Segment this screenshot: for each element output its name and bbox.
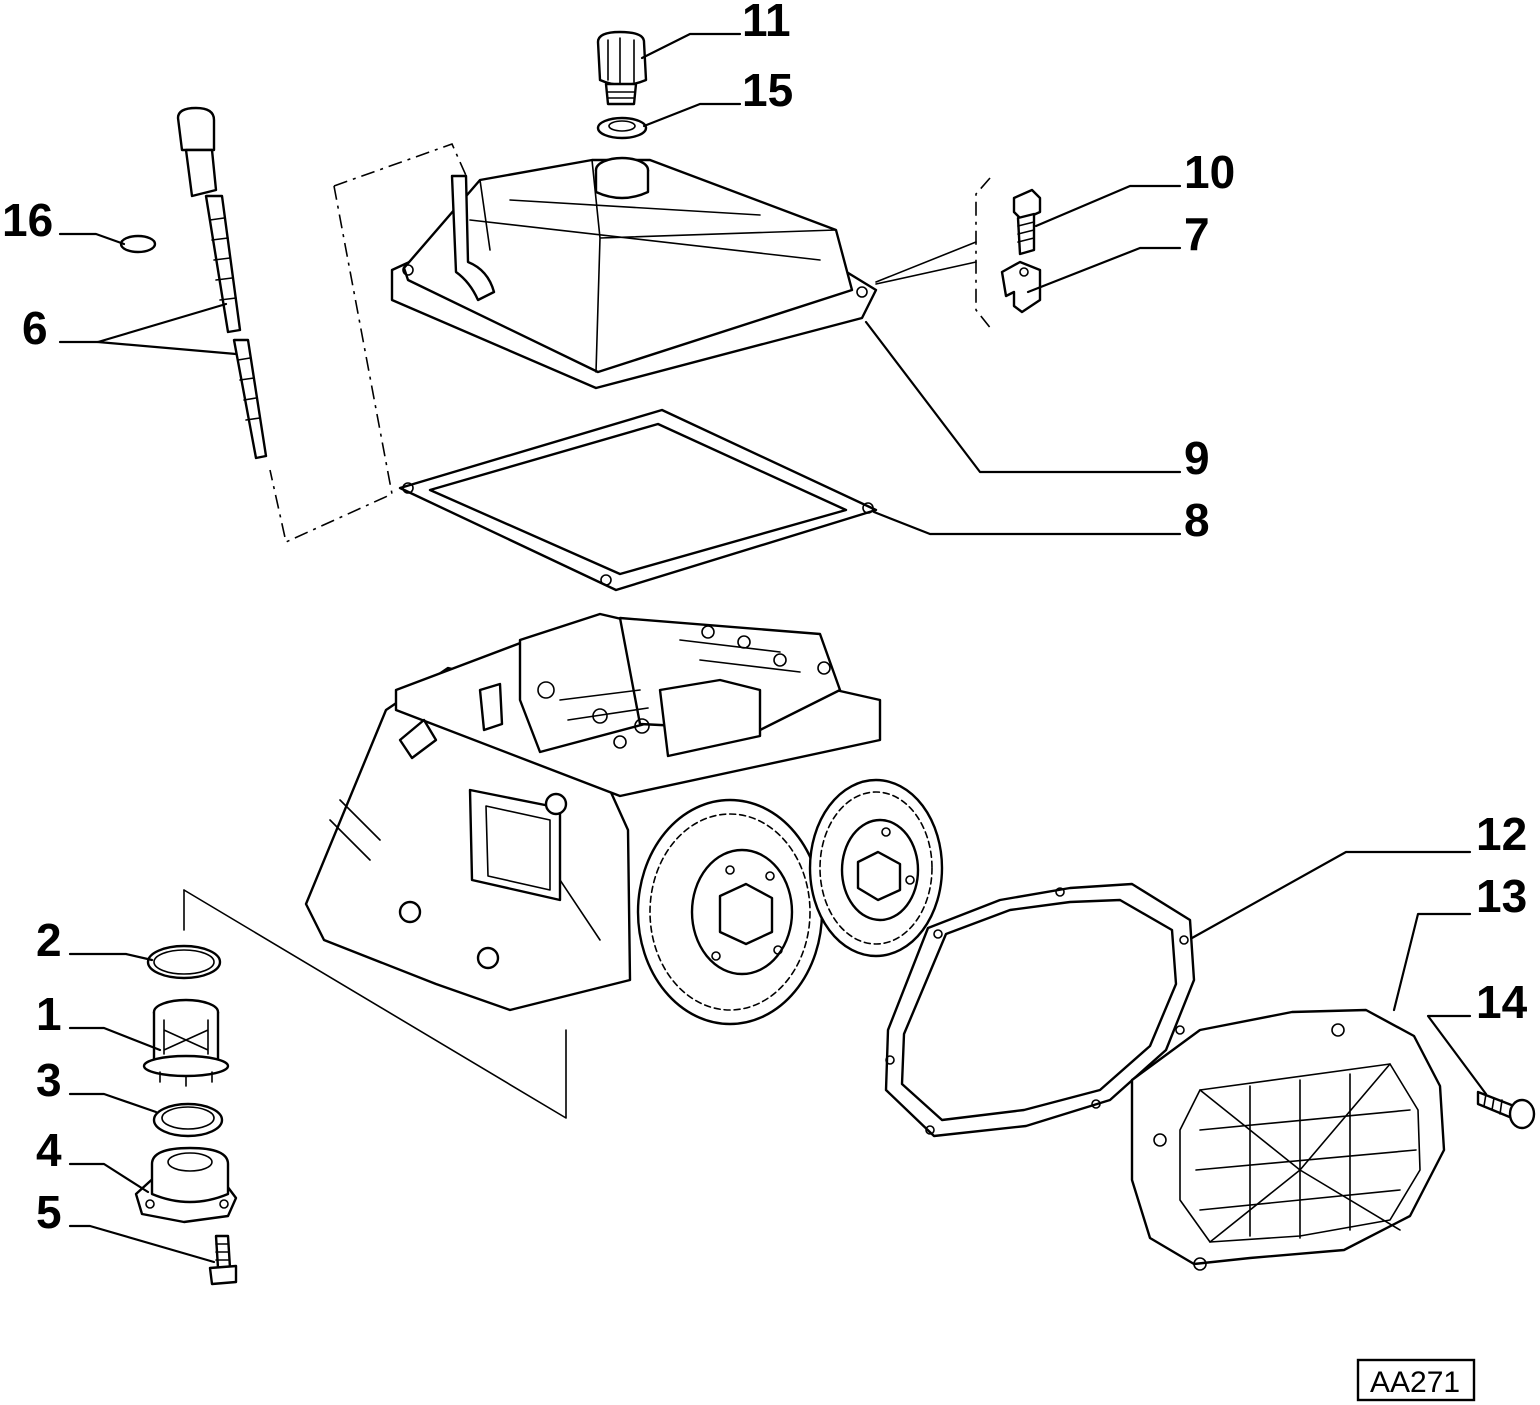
gear-right [808,778,944,958]
callout-9: 9 [1184,432,1210,484]
callout-10: 10 [1184,146,1235,198]
part-15-seal-washer [596,116,648,140]
assembly-guide-lines [183,142,993,1119]
part-9-top-cover [390,156,878,390]
reference-code: AA271 [1370,1366,1460,1399]
gearbox-housing [304,612,882,1012]
part-16-o-ring [119,234,157,254]
callout-14: 14 [1476,976,1528,1028]
gear-left [636,798,824,1026]
callout-6: 6 [22,302,48,354]
callout-13: 13 [1476,870,1527,922]
part-3-ring [152,1102,224,1138]
part-6-dipstick [176,106,268,460]
callout-3: 3 [36,1054,62,1106]
callout-2: 2 [36,914,62,966]
part-4-flange-housing [134,1146,238,1224]
callout-labels: 11 15 10 7 9 8 12 13 14 16 6 2 1 3 4 5 [2,0,1528,1238]
callout-15: 15 [742,64,793,116]
part-11-breather-cap [596,30,648,106]
part-1-filter [142,998,230,1087]
callout-1: 1 [36,988,62,1040]
part-2-o-ring [146,944,222,980]
part-8-gasket [398,408,878,592]
callout-16: 16 [2,194,53,246]
part-10-screw [1012,188,1042,256]
leader-lines [58,32,1488,1264]
callout-8: 8 [1184,494,1210,546]
callout-5: 5 [36,1186,62,1238]
part-5-bolt [208,1234,238,1286]
reference-code-box: AA271 [1356,1358,1476,1402]
part-13-cover [1130,1008,1446,1271]
part-7-clamp [1000,260,1042,314]
part-12-gasket [884,882,1196,1138]
part-14-bolt [1476,1090,1536,1130]
callout-4: 4 [36,1124,62,1176]
callout-7: 7 [1184,208,1210,260]
callout-12: 12 [1476,808,1527,860]
callout-11: 11 [742,0,791,46]
